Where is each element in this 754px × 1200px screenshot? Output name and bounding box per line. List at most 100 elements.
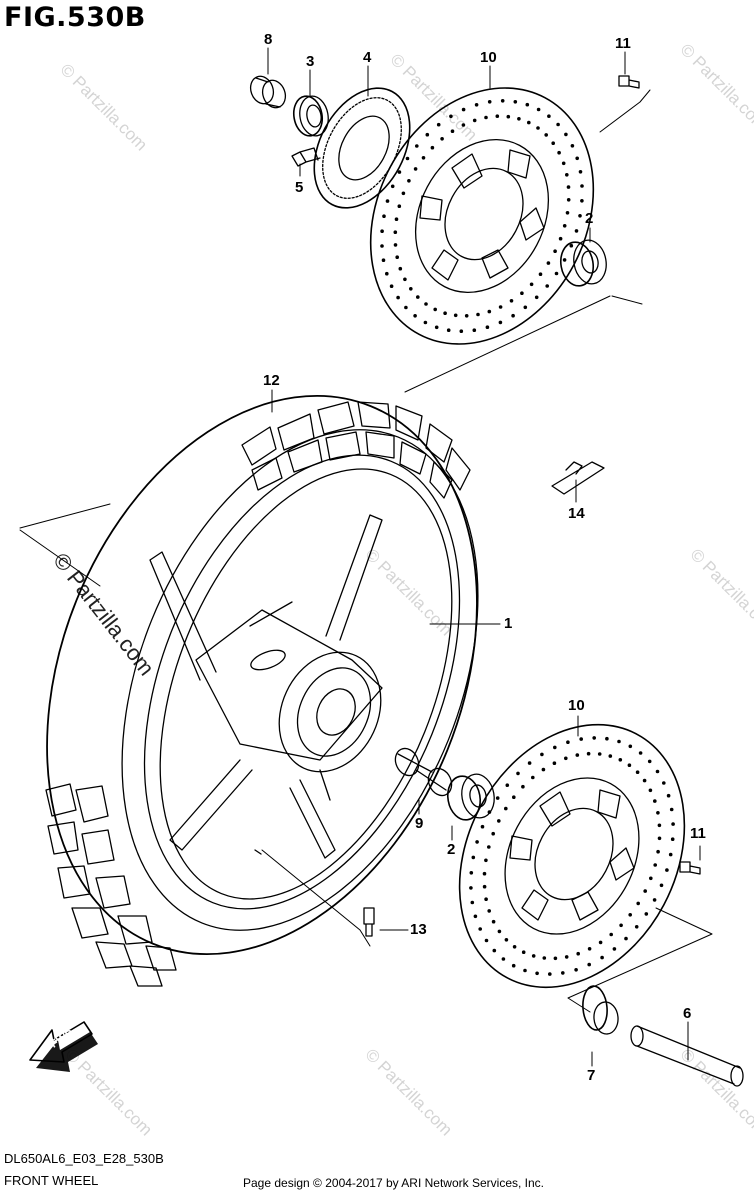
callout-2-lower: 2 [447, 841, 456, 858]
disc-hole [434, 325, 439, 330]
callout-9: 9 [415, 815, 424, 832]
callout-4: 4 [363, 49, 372, 66]
disc-hole [576, 951, 580, 956]
disc-hole [575, 753, 580, 757]
disc-hole [401, 191, 406, 196]
leader-lines [19, 47, 713, 1067]
disc-hole [436, 122, 441, 127]
disc-hole [612, 947, 617, 951]
callout-12: 12 [263, 372, 280, 389]
disc-hole [635, 770, 640, 774]
disc-bolt-upper [618, 75, 640, 89]
front-tire [45, 394, 479, 987]
disc-hole [531, 954, 536, 958]
disc-hole [461, 107, 466, 112]
disc-hole [670, 837, 675, 841]
disc-hole [525, 102, 530, 107]
disc-hole [423, 320, 428, 325]
disc-hole [546, 261, 551, 265]
disc-hole [540, 752, 544, 757]
callout-11-lower: 11 [690, 825, 706, 842]
callout-8: 8 [264, 31, 273, 48]
disc-hole [523, 305, 528, 310]
disc-hole [484, 858, 488, 863]
disc-hole [498, 305, 503, 309]
disc-hole [521, 950, 526, 954]
disc-hole [472, 328, 477, 333]
bearing-lower [446, 773, 495, 821]
disc-hole [475, 840, 479, 844]
disc-hole [446, 328, 451, 333]
disc-hole [566, 185, 571, 189]
disc-hole [628, 913, 632, 917]
disc-hole [403, 277, 407, 282]
disc-hole [474, 103, 479, 107]
figure-name: FRONT WHEEL [4, 1173, 99, 1188]
disc-hole [597, 752, 602, 756]
sensor-rotor-ring [313, 87, 411, 209]
disc-hole [653, 799, 657, 803]
disc-hole [547, 114, 551, 118]
oil-seal [292, 95, 329, 137]
balance-weight [551, 461, 605, 495]
disc-hole [394, 217, 399, 221]
disc-hole [520, 291, 524, 296]
disc-hole [491, 919, 496, 924]
disc-hole [397, 170, 402, 174]
disc-hole [512, 795, 516, 799]
disc-hole [657, 823, 662, 828]
disc-hole [511, 313, 515, 318]
disc-hole [470, 900, 475, 905]
callout-6: 6 [683, 1005, 692, 1022]
disc-hole [671, 822, 675, 826]
disc-hole [487, 100, 492, 104]
callout-5: 5 [295, 179, 304, 196]
disc-hole [541, 767, 546, 772]
disc-hole [605, 736, 609, 741]
disc-hole [553, 745, 557, 750]
disc-hole [407, 179, 411, 183]
disc-hole [587, 962, 591, 967]
disc-hole [536, 107, 541, 112]
disc-hole [598, 940, 603, 945]
brake-disc-lower [458, 723, 686, 989]
copyright-notice: Page design © 2004-2017 by ARI Network S… [243, 1176, 545, 1190]
disc-hole [534, 295, 539, 300]
axle-collar [582, 985, 619, 1035]
disc-hole [666, 793, 671, 798]
disc-hole [484, 115, 488, 120]
disc-hole [659, 883, 664, 888]
disc-hole [473, 914, 478, 919]
disc-hole [617, 739, 621, 744]
disc-hole [389, 284, 394, 289]
callout-11-upper: 11 [615, 35, 631, 52]
brake-disc-upper-holes [380, 99, 584, 334]
disc-hole [413, 314, 417, 318]
disc-hole [624, 936, 628, 941]
disc-hole [655, 769, 660, 774]
bearing-upper [559, 239, 607, 287]
disc-hole [575, 156, 579, 161]
disc-hole [440, 137, 444, 141]
disc-hole [570, 144, 575, 148]
disc-hole [638, 751, 643, 755]
disc-hole [469, 871, 474, 875]
disc-hole [498, 320, 503, 325]
callout-1: 1 [504, 615, 513, 632]
callout-14: 14 [568, 505, 585, 522]
disc-hole [398, 266, 403, 271]
callout-10-upper: 10 [480, 49, 497, 66]
disc-hole [385, 271, 389, 276]
disc-hole [497, 819, 501, 823]
disc-hole [642, 778, 647, 783]
disc-hole [393, 243, 398, 247]
disc-hole [480, 824, 485, 829]
disc-hole [636, 901, 640, 906]
disc-hole [608, 754, 613, 758]
callout-10-lower: 10 [568, 697, 585, 714]
callout-3: 3 [306, 53, 315, 70]
tire-valve [363, 907, 375, 937]
disc-hole [492, 948, 497, 953]
disc-hole [516, 771, 520, 776]
